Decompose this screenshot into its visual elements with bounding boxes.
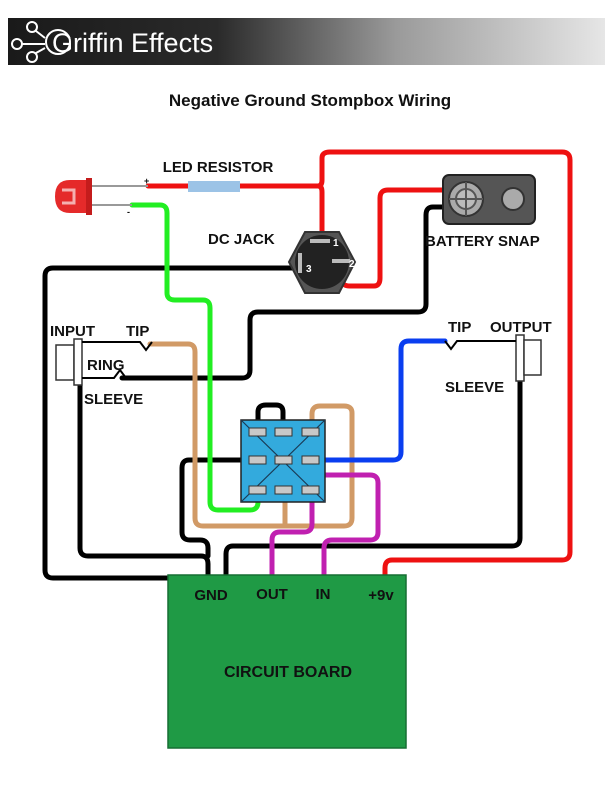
board-in-label: IN	[316, 586, 331, 603]
output-sleeve-label: SLEEVE	[445, 379, 504, 396]
led-icon	[55, 178, 148, 215]
battery-snap-icon	[442, 174, 536, 225]
logo-circuit-icon	[11, 21, 71, 63]
input-label: INPUT	[50, 323, 95, 340]
header-banner: Griffin Effects	[8, 18, 605, 65]
brand-name: Griffin Effects	[52, 28, 213, 58]
circuit-board	[167, 574, 407, 749]
output-jack-icon	[444, 334, 542, 382]
blue-wire	[315, 338, 448, 463]
board-out-label: OUT	[256, 586, 288, 603]
input-jack-icon	[55, 338, 153, 386]
input-sleeve-label: SLEEVE	[84, 391, 143, 408]
output-tip-label: TIP	[448, 319, 471, 336]
dc-pin2-label: 2	[349, 259, 355, 270]
board-gnd-label: GND	[194, 587, 228, 604]
dc-pin3-label: 3	[306, 264, 312, 275]
page-title: Negative Ground Stompbox Wiring	[169, 91, 451, 110]
input-ring-label: RING	[87, 357, 125, 374]
footswitch-3pdt-icon	[240, 419, 326, 503]
led-resistor-label: LED RESISTOR	[163, 159, 274, 176]
led-minus-label: -	[127, 207, 130, 217]
green-wire	[129, 202, 261, 513]
dc-jack-label: DC JACK	[208, 231, 275, 248]
dc-jack-icon	[287, 231, 357, 294]
output-label: OUTPUT	[490, 319, 552, 336]
resistor-icon	[188, 181, 240, 192]
led-plus-label: +	[144, 176, 149, 186]
input-tip-label: TIP	[126, 323, 149, 340]
board-9v-label: +9v	[368, 587, 394, 604]
battery-snap-label: BATTERY SNAP	[425, 233, 540, 250]
circuit-board-label: CIRCUIT BOARD	[224, 664, 352, 681]
dc-pin1-label: 1	[333, 238, 339, 249]
